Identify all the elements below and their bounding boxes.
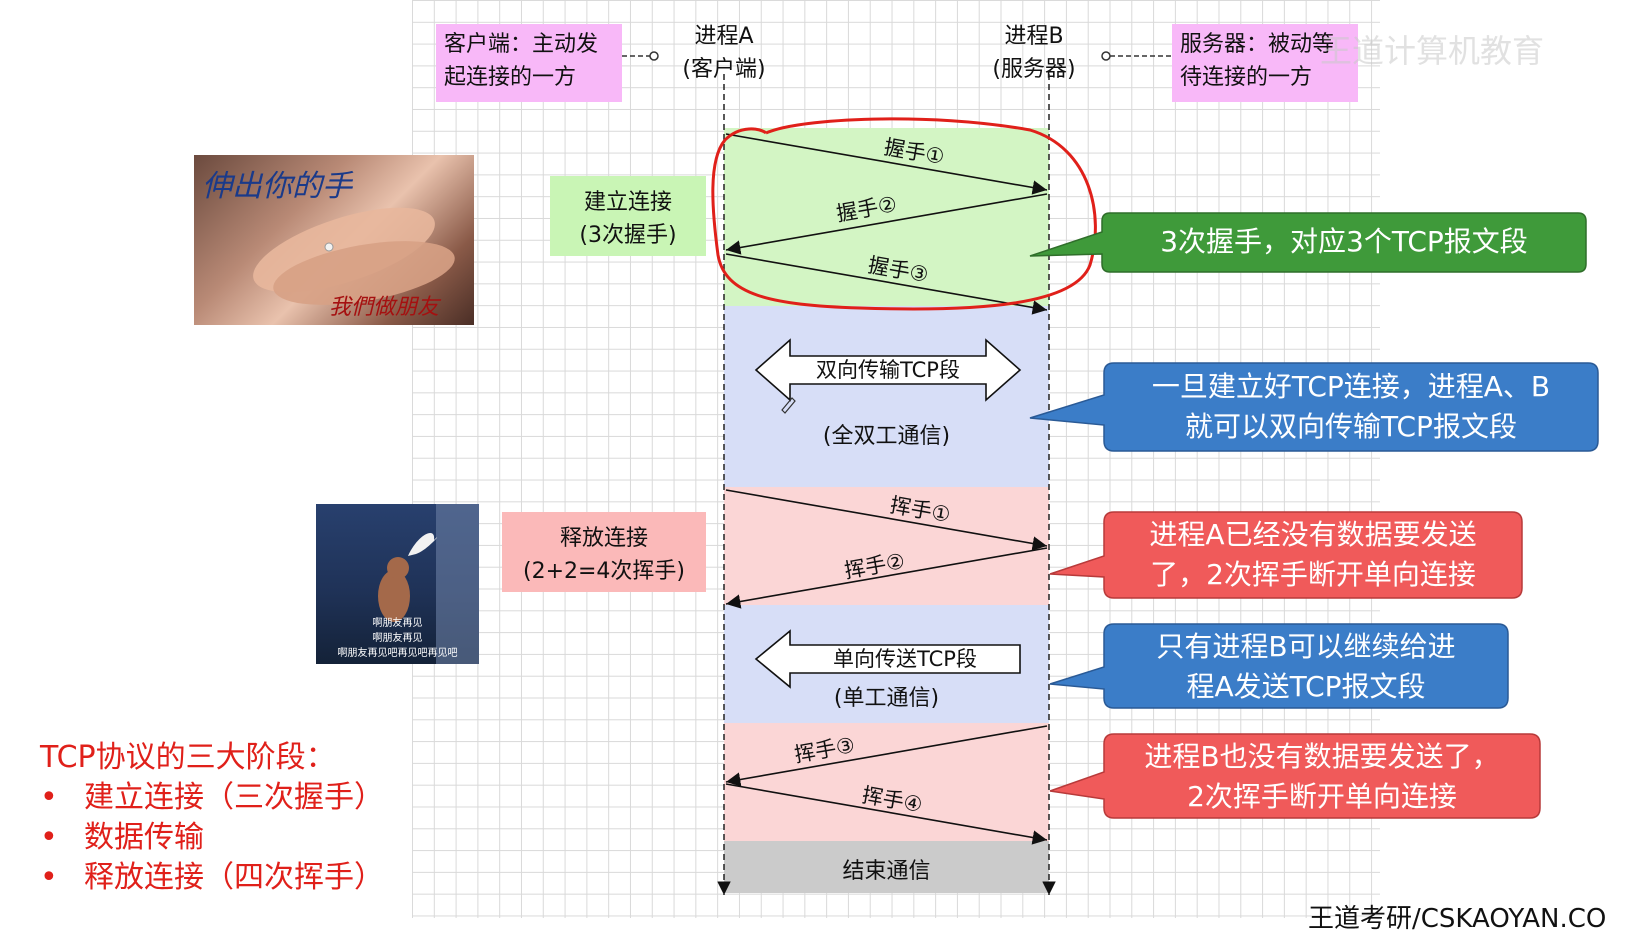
watermark: 王道计算机教育 — [1320, 32, 1545, 70]
handshake-arrow-1 — [725, 133, 1048, 195]
callout-5: 进程B也没有数据要发送了， 2次挥手断开单向连接 — [1144, 740, 1500, 813]
callout-4: 只有进程B可以继续给进 程A发送TCP报文段 — [1156, 630, 1456, 703]
end-band — [724, 841, 1049, 893]
wave-band-2 — [724, 723, 1049, 841]
handshake-photo: 伸出你的手 我們做朋友 — [194, 155, 474, 325]
summary-list: TCP协议的三大阶段： •建立连接（三次握手） •数据传输 •释放连接（四次挥手… — [40, 738, 384, 898]
hands-caption-bottom: 我們做朋友 — [329, 295, 440, 320]
client-connector-dot — [649, 51, 659, 61]
process-b-label: 进程B (服务器) — [992, 24, 1076, 82]
summary-item: •释放连接（四次挥手） — [40, 860, 384, 895]
summary-item: •数据传输 — [40, 820, 204, 855]
handshake-arrow-2 — [725, 193, 1048, 255]
summary-title: TCP协议的三大阶段： — [40, 740, 336, 775]
callout-3: 进程A已经没有数据要发送 了，2次挥手断开单向连接 — [1149, 518, 1477, 591]
handshake-arrow-3 — [725, 253, 1048, 315]
simplex-arrow-label: 单向传送TCP段 — [833, 647, 977, 671]
goodbye-lines: 啊朋友再见 啊朋友再见 啊朋友再见吧再见吧再见吧 — [337, 618, 458, 659]
goodbye-cartoon: 啊朋友再见 啊朋友再见 啊朋友再见吧再见吧再见吧 — [316, 504, 479, 664]
callout-shape-1 — [1029, 212, 1587, 273]
client-note: 客户端：主动发 起连接的一方 — [436, 24, 622, 102]
callout-shape-5 — [1049, 733, 1541, 819]
process-a-label: 进程A (客户端) — [682, 24, 766, 82]
end-label: 结束通信 — [842, 859, 931, 884]
duplex-band — [724, 306, 1049, 487]
callout-shape-4 — [1049, 623, 1509, 709]
summary-item: •建立连接（三次握手） — [40, 780, 384, 815]
callout-1: 3次握手，对应3个TCP报文段 — [1160, 225, 1528, 258]
highlight-loop — [711, 117, 1097, 311]
pencil-cursor-icon — [781, 397, 796, 414]
cartoon-drawing — [378, 504, 479, 664]
establish-phase-label: 建立连接 (3次握手) — [550, 176, 706, 256]
release-phase-label: 释放连接 (2+2=4次挥手) — [502, 512, 706, 592]
wave-arrow-2 — [725, 547, 1048, 609]
wave-arrow-3 — [725, 725, 1048, 787]
duplex-arrow-label: 双向传输TCP段 — [816, 358, 960, 382]
server-note: 服务器：被动等 待连接的一方 — [1172, 24, 1358, 102]
server-connector-dot — [1101, 51, 1111, 61]
callout-shape-3 — [1049, 511, 1523, 599]
callout-shape-2 — [1029, 362, 1599, 452]
wave-band-1 — [724, 487, 1049, 605]
wave-arrow-1 — [725, 489, 1048, 551]
duplex-arrow — [754, 338, 1022, 402]
callout-2: 一旦建立好TCP连接，进程A、B 就可以双向传输TCP报文段 — [1151, 370, 1551, 443]
simplex-arrow — [754, 629, 1021, 689]
footer-watermark: 王道考研/CSKAOYAN.CO — [1308, 904, 1607, 934]
wave-arrow-4 — [725, 783, 1048, 845]
duplex-caption: (全双工通信) — [822, 424, 951, 449]
handshake-band — [724, 128, 1049, 306]
simplex-caption: (单工通信) — [833, 686, 940, 711]
hands-caption-top: 伸出你的手 — [202, 169, 352, 204]
hands-drawing — [253, 207, 455, 305]
